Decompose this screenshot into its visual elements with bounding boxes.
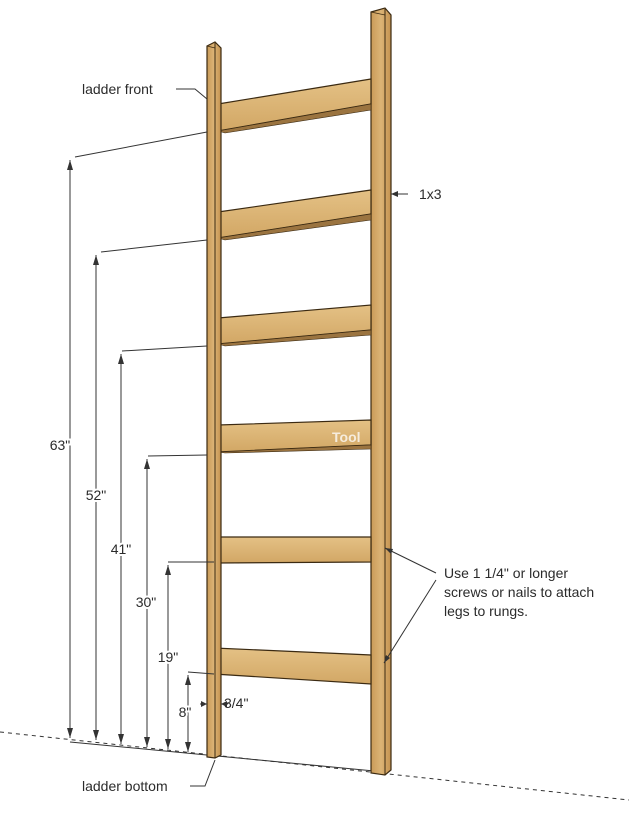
dim-19: 19" [158, 649, 179, 665]
ladder-bottom-label: ladder bottom [82, 778, 168, 794]
rung-6 [217, 78, 372, 134]
rung-4 [217, 304, 372, 347]
rung-1 [213, 647, 372, 685]
dimension-lines [69, 131, 215, 752]
thickness-label: 3/4" [224, 695, 248, 711]
screw-note-line-2: screws or nails to attach [444, 584, 594, 600]
rung-3 [217, 419, 372, 454]
screw-note-line-3: legs to rungs. [444, 603, 528, 619]
dim-41: 41" [111, 541, 132, 557]
ladder-front-leader [176, 88, 208, 100]
base-line [69, 741, 386, 773]
screw-note-line-1: Use 1 1/4" or longer [444, 565, 568, 581]
ladder-front-label: ladder front [82, 81, 153, 97]
lumber-label: 1x3 [419, 186, 442, 202]
rung-5 [217, 189, 372, 241]
dim-52: 52" [86, 487, 107, 503]
dim-8: 8" [179, 704, 192, 720]
screw-note-leaders [383, 547, 437, 664]
ground-line [0, 731, 629, 801]
thickness-callout: 3/4" [200, 695, 248, 711]
dimension-arrows [67, 160, 191, 752]
watermark-text: Tool [332, 429, 361, 445]
front-leg [206, 41, 222, 759]
ladder-bottom-leader [190, 759, 216, 787]
dim-63: 63" [50, 437, 71, 453]
dim-30: 30" [136, 594, 157, 610]
back-leg [370, 7, 392, 776]
rung-2 [217, 536, 372, 564]
